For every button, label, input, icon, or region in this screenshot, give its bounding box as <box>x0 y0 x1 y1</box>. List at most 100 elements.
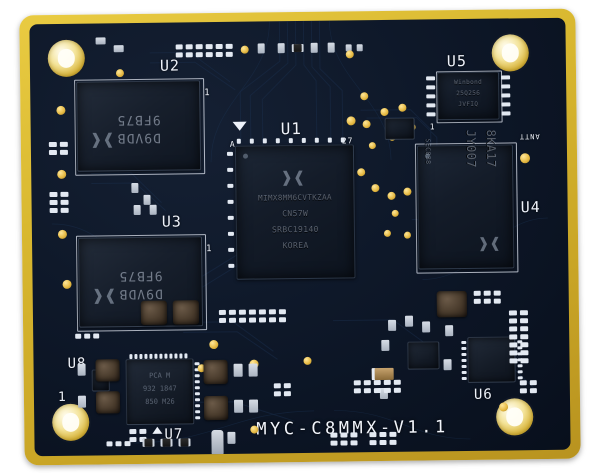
ref-designator-u2: U2 <box>159 56 181 75</box>
passive-center-2 <box>248 363 258 377</box>
passive-dram-2 <box>143 194 151 205</box>
u4-vendor-logo-icon: ❱❰ <box>477 235 502 252</box>
test-pad-group-top-left <box>175 43 233 58</box>
passive-dram-5 <box>95 37 106 45</box>
passive-right-6 <box>443 359 452 371</box>
component-u2: 9FB75 D9VDB ❱❰ <box>76 80 202 172</box>
passive-right-5 <box>381 339 390 352</box>
pad-group-right-lower <box>519 380 537 394</box>
component-u4: 8KA17 JY007 SEC838 ❱❰ <box>416 129 515 270</box>
passive-bottom-1 <box>227 431 236 444</box>
via-left-4 <box>62 279 72 289</box>
inductor-right-1 <box>436 290 467 318</box>
passive-left-1 <box>77 363 86 376</box>
board-pin1-marker: 1 <box>57 389 67 405</box>
u1-marking-line-1: CN57W <box>282 208 309 219</box>
passive-top-3 <box>291 43 304 53</box>
via-right-1 <box>519 153 531 164</box>
u2-pin1-dot-icon <box>77 81 199 82</box>
u2-vendor-logo-icon: ❱❰ <box>89 132 116 151</box>
ref-designator-u5: U5 <box>446 51 468 71</box>
pad-group-bottom-b <box>369 431 397 446</box>
u7-marking-line-0: PCA M <box>149 371 171 380</box>
component-small-qfn-2 <box>407 341 440 370</box>
passive-dram-6 <box>113 45 124 53</box>
via-soc-13 <box>403 231 412 239</box>
crystal-bottom <box>211 429 224 457</box>
inductor-center-4 <box>203 395 229 421</box>
inductor-left-2 <box>95 391 121 414</box>
pad-group-corner-bl <box>106 441 131 447</box>
passive-bottom-4 <box>178 438 191 447</box>
via-center-4 <box>303 356 312 365</box>
passive-right-1 <box>388 319 397 331</box>
u6-pads-left <box>461 340 467 381</box>
u4-pin1-dot-icon <box>424 153 431 159</box>
inductor-center-3 <box>203 359 228 385</box>
pcb-soldermask-area: 9FB75 D9VDB ❱❰ U2 1 9FB75 D9VDB ❱❰ U3 1 … <box>29 17 571 457</box>
via-soc-6 <box>360 92 369 101</box>
u5-marking-line-2: JVFIQ <box>458 100 479 109</box>
pad-group-right-upper <box>473 290 501 304</box>
pad-group-center <box>218 309 287 323</box>
inductor-center-1 <box>140 300 168 325</box>
via-soc-8 <box>371 184 380 193</box>
passive-dram-3 <box>133 204 141 216</box>
passive-dram-1 <box>131 182 139 194</box>
pad-group-u8 <box>75 333 100 339</box>
edge-pads-left-mid <box>49 191 69 214</box>
u7-marking-line-1: 932 1847 <box>142 384 177 393</box>
u3-marking-line-1: 9FB75 <box>118 267 163 284</box>
u1-pin1-triangle-icon <box>232 121 247 131</box>
u5-pads-left <box>426 76 436 117</box>
passive-right-4 <box>445 325 454 337</box>
u1-pin1-dot-icon <box>242 153 249 159</box>
u5-pin1-label: 1 <box>429 122 436 132</box>
via-soc-7 <box>357 168 366 177</box>
via-soc-3 <box>362 120 371 129</box>
pad-group-bottom-mid <box>353 379 401 394</box>
via-left-2 <box>57 169 67 179</box>
via-soc-10 <box>403 187 412 196</box>
u7-pin1-triangle-icon <box>152 426 163 434</box>
u2-marking-line-1: 9FB75 <box>116 111 161 128</box>
u4-side-silk-label: ANTT <box>518 132 540 141</box>
via-soc-11 <box>391 209 399 217</box>
passive-left-2 <box>77 395 87 408</box>
via-soc-1 <box>345 50 354 59</box>
via-left-3 <box>57 229 68 239</box>
u5-pads-right <box>501 75 511 116</box>
ref-designator-u6: U6 <box>473 386 493 403</box>
component-small-qfn-1 <box>384 117 415 140</box>
via-soc-9 <box>387 191 396 200</box>
u4-marking-line-0: 8KA17 <box>483 129 499 168</box>
via-soc-2 <box>346 116 356 126</box>
pad-group-right-edge <box>508 310 529 364</box>
via-center-5 <box>250 425 259 434</box>
passive-right-2 <box>404 315 414 327</box>
u5-marking-line-0: Winbond <box>454 78 483 87</box>
via-center-1 <box>209 340 219 350</box>
inductor-center-2 <box>172 300 200 325</box>
passive-top-5 <box>327 42 335 53</box>
ref-designator-u1: U1 <box>280 118 303 139</box>
pad-group-bottom-a <box>330 432 358 446</box>
pad-group-center-small <box>273 383 291 397</box>
via-dram-1 <box>115 69 125 78</box>
u1-marking-line-0: MIMX8MM6CVTKZAA <box>258 192 332 203</box>
passive-top-1 <box>257 43 265 54</box>
passive-bottom-2 <box>142 438 155 447</box>
passive-center-1 <box>233 363 243 377</box>
u2-pin1-label: 1 <box>204 88 211 99</box>
via-soc-14 <box>368 142 376 150</box>
passive-center-4 <box>248 399 259 413</box>
passive-right-3 <box>422 321 431 333</box>
pcb-board: 9FB75 D9VDB ❱❰ U2 1 9FB75 D9VDB ❱❰ U3 1 … <box>19 8 581 466</box>
u5-marking-line-1: 25Q256 <box>456 89 481 98</box>
passive-top-4 <box>310 42 318 53</box>
u4-side-marking: SEC838 <box>423 138 433 165</box>
component-u7: PCA M 932 1847 850 M26 <box>125 358 195 426</box>
ref-designator-u3: U3 <box>161 212 182 231</box>
u4-marking-line-1: JY007 <box>463 129 479 168</box>
